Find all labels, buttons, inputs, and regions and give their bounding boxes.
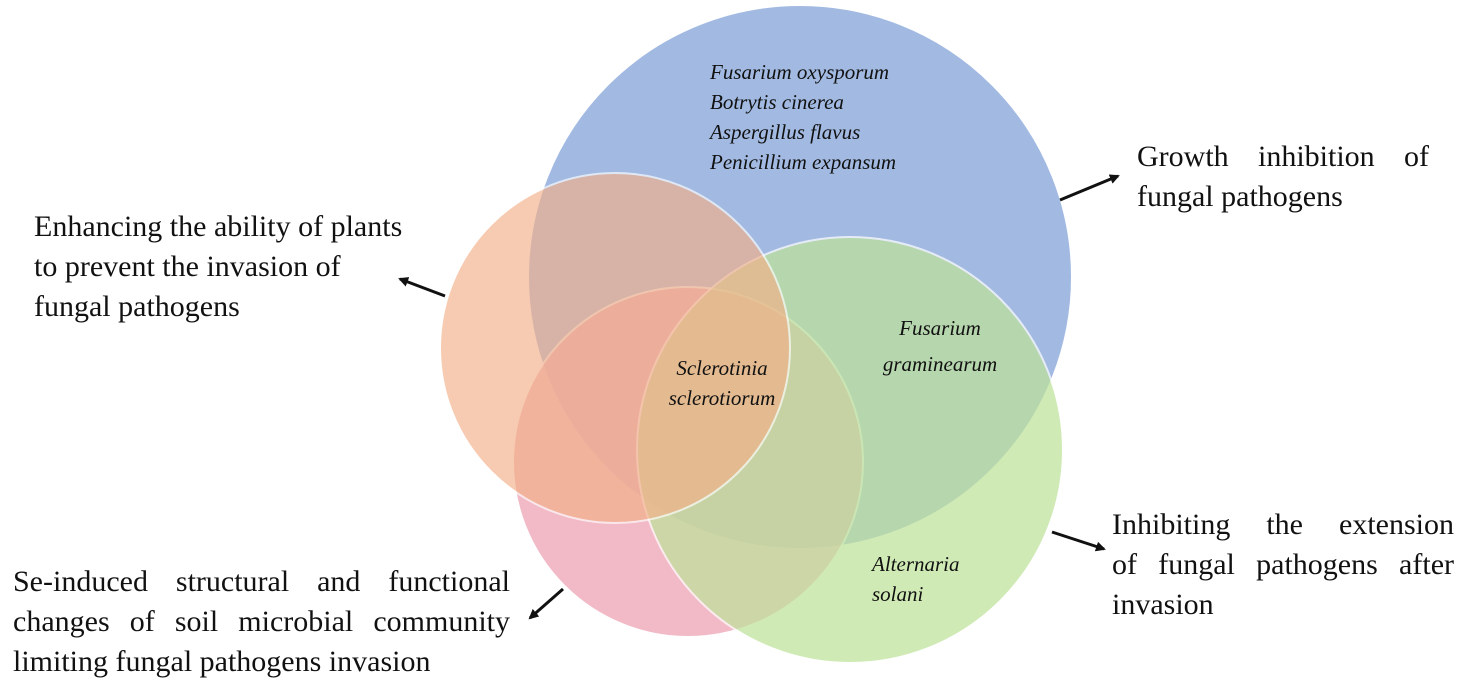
enhance-label-line-1: Enhancing the ability of plants — [34, 210, 403, 243]
plant-enhancement-label: Enhancing the ability of plants to preve… — [34, 207, 454, 327]
enhance-label-line-2: to prevent the invasion of — [34, 250, 341, 283]
extension-inhibition-label: Inhibiting the extension of fungal patho… — [1112, 505, 1454, 625]
soil-label-line-1: Se-induced structural and functional — [13, 565, 510, 598]
extension-arrow — [1051, 530, 1106, 552]
plant-enhancement-circle — [439, 172, 791, 524]
extension-label-line-3: invasion — [1112, 588, 1214, 621]
soil-label-line-3: limiting fungal pathogens invasion — [13, 645, 431, 678]
soil-label-line-2: changes of soil microbial community — [13, 605, 510, 638]
growth-label-line-1: Growth inhibition of — [1137, 140, 1429, 173]
extension-label-line-1: Inhibiting the extension — [1112, 508, 1454, 541]
extension-label-line-2: of fungal pathogens after — [1112, 548, 1454, 581]
species-sclerotinia: Sclerotinia — [676, 356, 768, 380]
center-species: Sclerotinia sclerotiorum — [650, 353, 794, 413]
growth-arrow — [1059, 174, 1120, 202]
growth-inhibition-label: Growth inhibition of fungal pathogens — [1137, 137, 1429, 217]
species-penicillium-expansum: Penicillium expansum — [710, 150, 897, 174]
species-graminearum: graminearum — [882, 352, 998, 376]
species-fusarium-oxysporum: Fusarium oxysporum — [710, 60, 890, 84]
soil-arrow — [528, 587, 564, 620]
growth-extension-species: Fusarium graminearum — [868, 313, 1012, 379]
soil-community-label: Se-induced structural and functional cha… — [13, 562, 510, 682]
species-fusarium: Fusarium — [899, 316, 981, 340]
species-botrytis-cinerea: Botrytis cinerea — [710, 90, 844, 114]
species-alternaria: Alternaria — [872, 552, 960, 576]
enhance-arrow — [398, 277, 446, 298]
species-aspergillus-flavus: Aspergillus flavus — [710, 120, 861, 144]
species-sclerotiorum: sclerotiorum — [668, 386, 776, 410]
extension-only-species: Alternaria solani — [872, 549, 960, 609]
enhance-label-line-3: fungal pathogens — [34, 290, 240, 323]
species-solani: solani — [872, 582, 924, 606]
growth-only-species: Fusarium oxysporum Botrytis cinerea Aspe… — [710, 57, 896, 177]
growth-label-line-2: fungal pathogens — [1137, 180, 1343, 213]
